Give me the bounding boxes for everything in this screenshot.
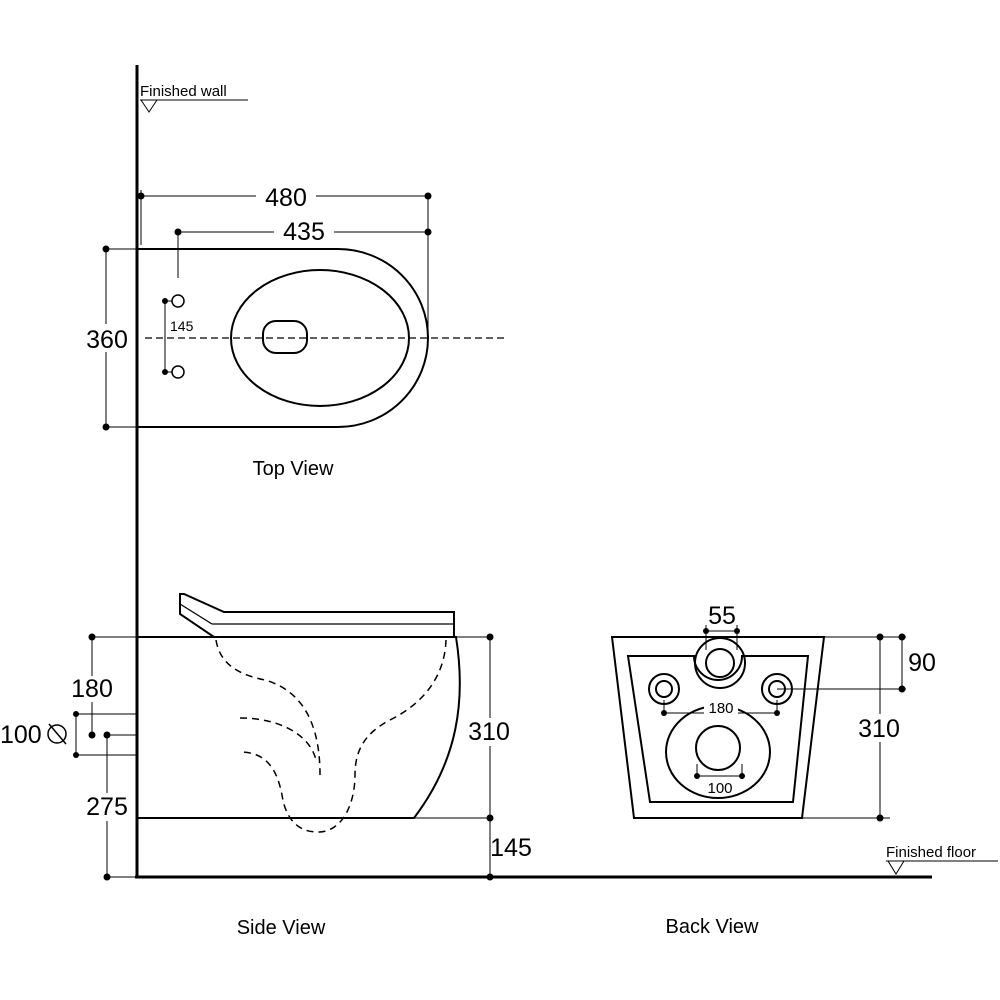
dim-275-side-label: 275	[86, 793, 128, 821]
dim-310-back-label: 310	[858, 715, 900, 743]
dim-145-top: 145	[162, 298, 194, 375]
seat-lid	[179, 593, 455, 638]
finished-wall: Finished wall	[135, 65, 248, 878]
back-view-label: Back View	[665, 916, 759, 938]
dim-435: 435	[174, 216, 432, 278]
drain	[262, 320, 308, 354]
side-body	[137, 636, 461, 819]
dim-180-back-label: 180	[708, 700, 733, 717]
diameter-icon	[47, 723, 67, 745]
side-view-label: Side View	[237, 917, 326, 939]
dim-55: 55	[703, 602, 740, 650]
finished-floor-label: Finished floor	[886, 844, 976, 861]
back-view: 55 180 100 90	[610, 602, 936, 938]
bolt-hole	[171, 294, 185, 308]
dim-435-label: 435	[283, 218, 325, 246]
top-view: 480 435 360 145	[80, 180, 505, 480]
dim-145-side-label: 145	[490, 834, 532, 862]
dim-90: 90	[777, 633, 936, 693]
dim-480: 480	[137, 180, 432, 330]
dim-100-back-label: 100	[707, 780, 732, 797]
bolt-hole	[648, 673, 680, 705]
dim-360: 360	[80, 245, 137, 431]
top-view-label: Top View	[253, 458, 334, 480]
bolt-hole	[171, 365, 185, 379]
outlet-inner	[695, 725, 741, 771]
inlet-inner	[705, 648, 735, 678]
dim-55-label: 55	[708, 602, 736, 630]
dim-310-side: 310 145	[462, 633, 532, 881]
dim-360-label: 360	[86, 326, 128, 354]
dim-145-top-label: 145	[170, 318, 194, 334]
finished-wall-label: Finished wall	[140, 83, 227, 100]
top-view-outline	[137, 248, 429, 428]
dim-310-side-label: 310	[468, 718, 510, 746]
inlet-outer	[694, 637, 746, 689]
dim-100-side-label: 100	[0, 721, 42, 749]
dim-180-side: 180	[66, 633, 118, 739]
dim-480-label: 480	[265, 184, 307, 212]
dim-310-back: 310	[802, 633, 908, 822]
dim-90-label: 90	[908, 649, 936, 677]
dim-275-side: 275	[84, 731, 137, 881]
dim-100-back: 100	[694, 764, 745, 797]
back-inner-panel	[626, 655, 810, 803]
side-view: 310 145 180 100	[0, 593, 532, 939]
dim-180-side-label: 180	[71, 675, 113, 703]
finished-floor: Finished floor	[135, 844, 998, 879]
dim-100-side: 100	[0, 711, 137, 758]
bolt-hole	[655, 680, 673, 698]
dim-180-back: 180	[661, 699, 780, 717]
